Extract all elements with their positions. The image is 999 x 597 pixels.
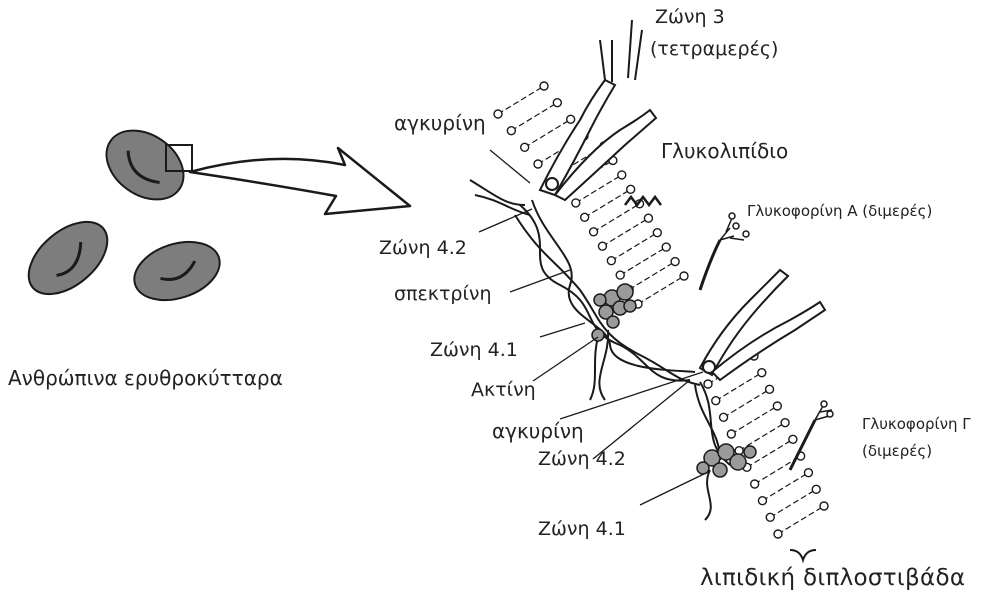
actin-cluster-bottom: [697, 444, 756, 477]
lipid-head: [766, 385, 774, 393]
lipid-head: [720, 413, 728, 421]
erythrocyte-right: [127, 232, 227, 311]
lipid-head: [727, 430, 735, 438]
lipid-head: [758, 369, 766, 377]
erythrocyte-left: [15, 208, 120, 309]
lipid-tail: [762, 473, 808, 501]
lipid-head: [567, 115, 575, 123]
band3-complex-bottom: [700, 270, 825, 380]
lipid-head: [607, 257, 615, 265]
lipid-tail: [724, 389, 770, 417]
lipid-head: [653, 229, 661, 237]
lipid-head: [627, 185, 635, 193]
lipid-head: [581, 213, 589, 221]
lipid-head: [590, 228, 598, 236]
lipid-head: [758, 497, 766, 505]
lipid-head: [494, 110, 502, 118]
actin-cluster-top: [592, 284, 636, 341]
lipid-head: [618, 171, 626, 179]
erythrocyte-top: [93, 116, 196, 213]
lipid-head: [616, 271, 624, 279]
lipid-head: [680, 272, 688, 280]
label-ankyrin-bottom: αγκυρίνη: [492, 420, 584, 443]
label-ankyrin-top: αγκυρίνη: [394, 112, 486, 135]
lipid-head: [521, 143, 529, 151]
label-band42-top: Ζώνη 4.2: [379, 238, 467, 260]
zoom-arrow: [190, 148, 410, 214]
lipid-head: [534, 160, 542, 168]
label-band41-top: Ζώνη 4.1: [430, 340, 518, 362]
lipid-head: [540, 82, 548, 90]
lipid-tail: [731, 406, 777, 434]
lipid-head: [804, 469, 812, 477]
label-lipid-bilayer: λιπιδική διπλοστιβάδα: [700, 565, 965, 591]
erythrocytes: [15, 116, 227, 310]
label-band42-bottom: Ζώνη 4.2: [538, 449, 626, 471]
label-human-erythrocytes: Ανθρώπινα ερυθροκύτταρα: [8, 367, 283, 390]
lipid-head: [662, 243, 670, 251]
lipid-head: [507, 127, 515, 135]
bilayer-brace: [790, 550, 816, 560]
lipid-head: [812, 485, 820, 493]
band3-complex-top: [540, 20, 656, 200]
label-glycophorin-a: Γλυκοφορίνη Α (διμερές): [747, 203, 932, 220]
lipid-tail: [511, 103, 557, 131]
lipid-tail: [770, 489, 816, 517]
lipid-head: [644, 214, 652, 222]
label-band3: Ζώνη 3: [655, 7, 725, 29]
lipid-head: [671, 258, 679, 266]
lipid-head: [712, 397, 720, 405]
label-glycophorin-c: Γλυκοφορίνη Γ: [862, 416, 971, 433]
label-band41-bottom: Ζώνη 4.1: [538, 519, 626, 541]
lipid-head: [766, 513, 774, 521]
glycophorin-c: [790, 401, 833, 470]
lipid-head: [704, 380, 712, 388]
lipid-head: [751, 480, 759, 488]
lipid-head: [789, 435, 797, 443]
lipid-head: [572, 199, 580, 207]
lipid-head: [774, 530, 782, 538]
label-glycolipid: Γλυκολιπίδιο: [661, 140, 788, 163]
lipid-tail: [525, 119, 571, 147]
label-band3-tetramer: (τετραμερές): [650, 39, 778, 61]
lipid-head: [781, 419, 789, 427]
lipid-head: [598, 242, 606, 250]
label-spectrin: σπεκτρίνη: [394, 284, 492, 306]
label-actin: Ακτίνη: [471, 380, 536, 402]
lipid-tail: [498, 86, 544, 114]
label-glycophorin-c-dimer: (διμερές): [862, 443, 932, 460]
lipid-tail: [778, 506, 824, 534]
lipid-head: [553, 99, 561, 107]
lipid-head: [773, 402, 781, 410]
glycophorin-a: [700, 213, 749, 290]
lipid-head: [820, 502, 828, 510]
lipid-tail: [739, 423, 785, 451]
